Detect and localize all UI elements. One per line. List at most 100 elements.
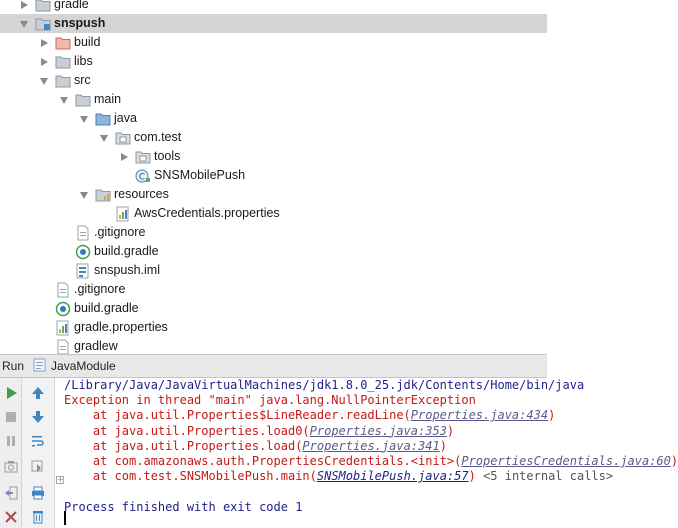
tree-item-label: tools: [154, 149, 181, 163]
console-line: at java.util.Properties.load(Properties.…: [64, 439, 447, 454]
tree-item-label: libs: [74, 54, 93, 68]
tree-item[interactable]: gradlew: [0, 337, 547, 356]
run-left-toolbar: [0, 378, 22, 528]
folder-icon: [55, 54, 71, 70]
clear-all-icon[interactable]: [29, 508, 47, 526]
expanded-arrow-icon[interactable]: [97, 131, 111, 145]
console-text: at java.util.Properties.load0(: [64, 423, 310, 438]
console-line: Exception in thread "main" java.lang.Nul…: [64, 393, 476, 408]
tree-item-label: snspush.iml: [94, 263, 160, 277]
tree-item-label: .gitignore: [74, 282, 126, 296]
exit-icon[interactable]: [2, 484, 20, 502]
tree-item[interactable]: com.test: [0, 128, 547, 147]
package-icon: [115, 130, 131, 146]
tree-item-label: com.test: [134, 130, 182, 144]
project-tree: gradle snspush build libs src main java com.tes…: [0, 0, 547, 354]
scroll-to-end-icon[interactable]: [29, 458, 47, 476]
tree-item-label: snspush: [54, 16, 106, 30]
console-text: at com.amazonaws.auth.PropertiesCredenti…: [64, 454, 462, 468]
console-text: ): [548, 408, 556, 423]
tree-item[interactable]: main: [0, 90, 547, 109]
console-text: at java.util.Properties$LineReader.readL…: [64, 408, 411, 423]
console-text: at java.util.Properties.load(: [64, 438, 303, 453]
tree-item-label: AwsCredentials.properties: [134, 206, 280, 220]
folder-icon: [35, 0, 51, 13]
run-title: Run: [2, 359, 25, 373]
collapsed-arrow-icon[interactable]: [17, 0, 31, 12]
expanded-arrow-icon[interactable]: [17, 17, 31, 31]
rerun-icon[interactable]: [2, 384, 20, 402]
stack-trace-link[interactable]: Properties.java:434: [410, 408, 549, 423]
soft-wrap-icon[interactable]: [29, 432, 47, 450]
tree-item-label: resources: [114, 187, 169, 201]
tree-item[interactable]: gradle: [0, 0, 547, 14]
tree-item-label: gradlew: [74, 339, 118, 353]
tree-item-label: main: [94, 92, 122, 106]
tree-item-label: gradle: [54, 0, 89, 11]
tree-item-label: java: [114, 111, 137, 125]
tree-item[interactable]: C SNSMobilePush: [0, 166, 547, 185]
console-line: at java.util.Properties$LineReader.readL…: [64, 408, 555, 423]
run-config-icon: [32, 357, 48, 376]
console-text: at com.test.SNSMobilePush.main(: [64, 469, 317, 484]
expanded-arrow-icon[interactable]: [77, 188, 91, 202]
tree-item[interactable]: resources: [0, 185, 547, 204]
iml-file-icon: [75, 263, 91, 279]
pause-icon[interactable]: [2, 432, 20, 450]
close-run-icon[interactable]: [2, 508, 20, 526]
console-line: /Library/Java/JavaVirtualMachines/jdk1.8…: [64, 378, 584, 393]
scroll-up-icon[interactable]: [29, 384, 47, 402]
tree-item[interactable]: AwsCredentials.properties: [0, 204, 547, 223]
tree-item[interactable]: src: [0, 71, 547, 90]
stack-trace-link[interactable]: Properties.java:341: [302, 438, 440, 453]
console-text: ): [670, 454, 678, 468]
stop-icon[interactable]: [2, 408, 20, 426]
expanded-arrow-icon[interactable]: [57, 93, 71, 107]
print-icon[interactable]: [29, 484, 47, 502]
console-text: ): [446, 423, 455, 438]
run-config-tab[interactable]: JavaModule: [32, 357, 116, 376]
console-output[interactable]: + /Library/Java/JavaVirtualMachines/jdk1…: [55, 378, 678, 528]
expanded-arrow-icon[interactable]: [37, 74, 51, 88]
tree-item[interactable]: libs: [0, 52, 547, 71]
stack-trace-link[interactable]: SNSMobilePush.java:57: [316, 469, 469, 484]
excluded-folder-icon: [55, 35, 71, 51]
tree-item-label: SNSMobilePush: [154, 168, 246, 182]
tree-item-label: gradle.properties: [74, 320, 168, 334]
gradle-file-icon: [75, 244, 91, 260]
java-class-icon: C: [135, 168, 151, 184]
text-file-icon: [75, 225, 91, 241]
expanded-arrow-icon[interactable]: [77, 112, 91, 126]
console-text: <5 internal calls>: [483, 469, 614, 484]
tree-item-label: build.gradle: [74, 301, 139, 315]
tree-item[interactable]: tools: [0, 147, 547, 166]
stack-trace-link[interactable]: PropertiesCredentials.java:60: [461, 454, 671, 468]
tree-item[interactable]: build.gradle: [0, 242, 547, 261]
collapsed-arrow-icon[interactable]: [37, 36, 51, 50]
properties-file-icon: [115, 206, 131, 222]
package-icon: [135, 149, 151, 165]
tree-item[interactable]: .gitignore: [0, 223, 547, 242]
tree-item[interactable]: build.gradle: [0, 299, 547, 318]
scroll-down-icon[interactable]: [29, 408, 47, 426]
tree-item[interactable]: java: [0, 109, 547, 128]
collapsed-arrow-icon[interactable]: [37, 55, 51, 69]
tree-item-label: build: [74, 35, 101, 49]
tree-item[interactable]: snspush: [0, 14, 547, 33]
tree-item[interactable]: .gitignore: [0, 280, 547, 299]
console-line: at com.test.SNSMobilePush.main(SNSMobile…: [64, 469, 613, 484]
collapsed-arrow-icon[interactable]: [117, 150, 131, 164]
fold-toggle-icon[interactable]: +: [56, 475, 64, 484]
tree-item[interactable]: snspush.iml: [0, 261, 547, 280]
properties-file-icon: [55, 320, 71, 336]
run-secondary-toolbar: [22, 378, 55, 528]
svg-text:C: C: [139, 172, 145, 182]
dump-threads-icon[interactable]: [2, 458, 20, 476]
console-line: Process finished with exit code 1: [64, 500, 302, 515]
tree-item[interactable]: gradle.properties: [0, 318, 547, 337]
tree-item-label: build.gradle: [94, 244, 159, 258]
tree-item[interactable]: build: [0, 33, 547, 52]
stack-trace-link[interactable]: Properties.java:353: [309, 423, 447, 438]
source-folder-icon: [95, 111, 111, 127]
text-file-icon: [55, 282, 71, 298]
